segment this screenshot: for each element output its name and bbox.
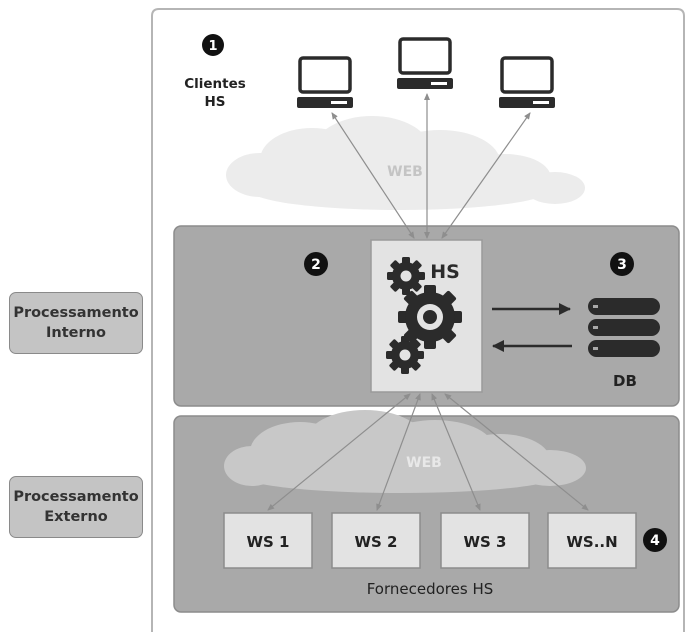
ws-2-box	[331, 512, 421, 569]
step-3-number: 3	[617, 257, 627, 273]
gear-small-bottom-icon	[386, 336, 424, 374]
arrow-client3-hs-icon	[441, 112, 531, 239]
clients-label-line1: Clientes	[184, 76, 246, 92]
gear-small-top-icon	[387, 257, 425, 295]
web-label-bottom: WEB	[406, 455, 442, 471]
step-3-badge	[610, 252, 634, 276]
ws-3-box	[440, 512, 530, 569]
client-monitor-2-icon	[397, 37, 453, 89]
ws-3-label: WS 3	[463, 533, 506, 551]
hs-label: HS	[430, 261, 460, 283]
step-4-number: 4	[650, 533, 660, 549]
step-2-badge	[304, 252, 328, 276]
arrow-client1-hs-icon	[331, 112, 415, 239]
ws-1-label: WS 1	[246, 533, 289, 551]
external-processing-text: Processamento Externo	[13, 489, 139, 525]
internal-processing-label: Processamento Interno	[9, 292, 143, 354]
providers-caption: Fornecedores HS	[367, 580, 494, 598]
internal-processing-text: Processamento Interno	[13, 305, 139, 341]
web-label-top: WEB	[387, 164, 423, 180]
external-processing-label: Processamento Externo	[9, 476, 143, 538]
db-label: DB	[613, 372, 637, 390]
client-connections	[331, 93, 531, 239]
arrow-hs-ws2-icon	[376, 393, 421, 511]
ws-n-box	[547, 512, 637, 569]
step-4-badge	[643, 528, 667, 552]
client-monitor-3-icon	[499, 56, 555, 108]
step-1-badge	[202, 34, 224, 56]
client-monitor-1-icon	[297, 56, 353, 108]
step-1-number: 1	[208, 39, 217, 54]
step-2-number: 2	[311, 257, 321, 273]
clients-label-line2: HS	[204, 94, 225, 110]
arrow-hs-wsn-icon	[444, 393, 589, 511]
web-cloud-top-icon	[226, 116, 585, 210]
gear-large-icon	[398, 285, 462, 349]
database-icon	[588, 298, 660, 357]
ws-1-box	[223, 512, 313, 569]
ws-2-label: WS 2	[354, 533, 397, 551]
outer-frame	[151, 8, 685, 632]
provider-connections	[267, 393, 589, 511]
ws-n-label: WS..N	[566, 533, 617, 551]
